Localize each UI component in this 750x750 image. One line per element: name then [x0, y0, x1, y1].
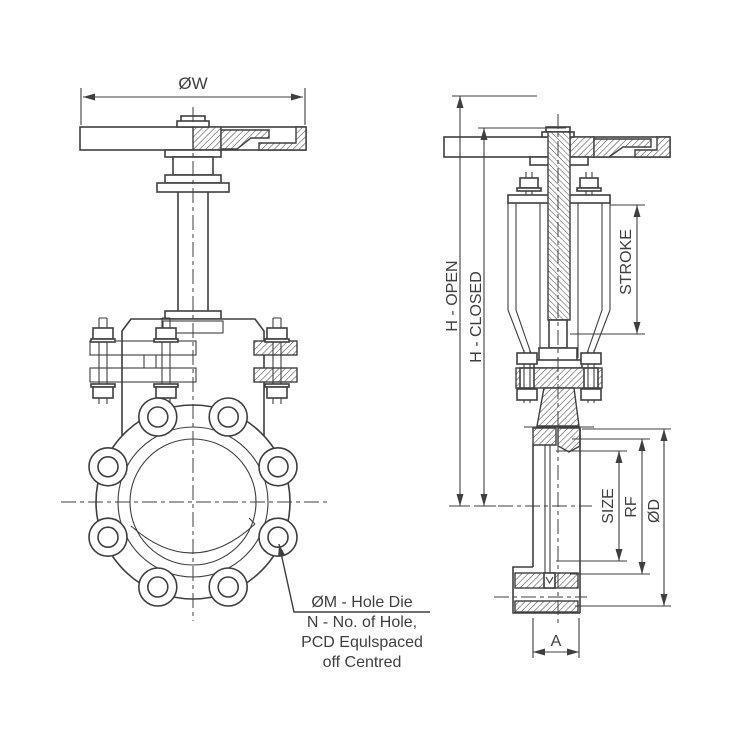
dim-wheel-diameter [80, 88, 306, 125]
note-line-1: ØM - Hole Die [311, 594, 412, 611]
label-od: ØD [646, 499, 663, 523]
note-line-4: off Centred [323, 654, 402, 671]
gland-bolt-left [90, 317, 116, 404]
label-h-open: H - OPEN [444, 260, 461, 331]
gland-bolt-right [264, 317, 290, 404]
label-rf: RF [623, 496, 640, 518]
hole-note-leader [278, 543, 430, 613]
note-line-2: N - No. of Hole, [307, 614, 417, 631]
note-line-3: PCD Equlspaced [301, 634, 423, 651]
label-a: A [551, 633, 562, 650]
bolt-lugs [88, 397, 298, 607]
dim-a [532, 618, 580, 658]
hole-note-text: ØM - Hole Die N - No. of Hole, PCD Equls… [301, 594, 423, 671]
dim-rf [570, 438, 650, 575]
dim-stroke [570, 204, 645, 335]
label-wheel-diameter: ØW [178, 74, 207, 93]
label-size: SIZE [600, 488, 617, 524]
dim-h-closed [474, 127, 566, 507]
label-stroke: STROKE [618, 229, 635, 295]
valve-body-side [494, 387, 594, 614]
dim-od [575, 428, 671, 607]
front-view [61, 88, 430, 621]
gland-flange-front [89, 340, 298, 383]
gland-bolt-middle [153, 317, 179, 404]
dim-size [556, 450, 627, 562]
dim-h-open [449, 95, 537, 507]
side-view [443, 95, 671, 658]
label-h-closed: H - CLOSED [468, 271, 485, 363]
stem-side [538, 131, 578, 363]
